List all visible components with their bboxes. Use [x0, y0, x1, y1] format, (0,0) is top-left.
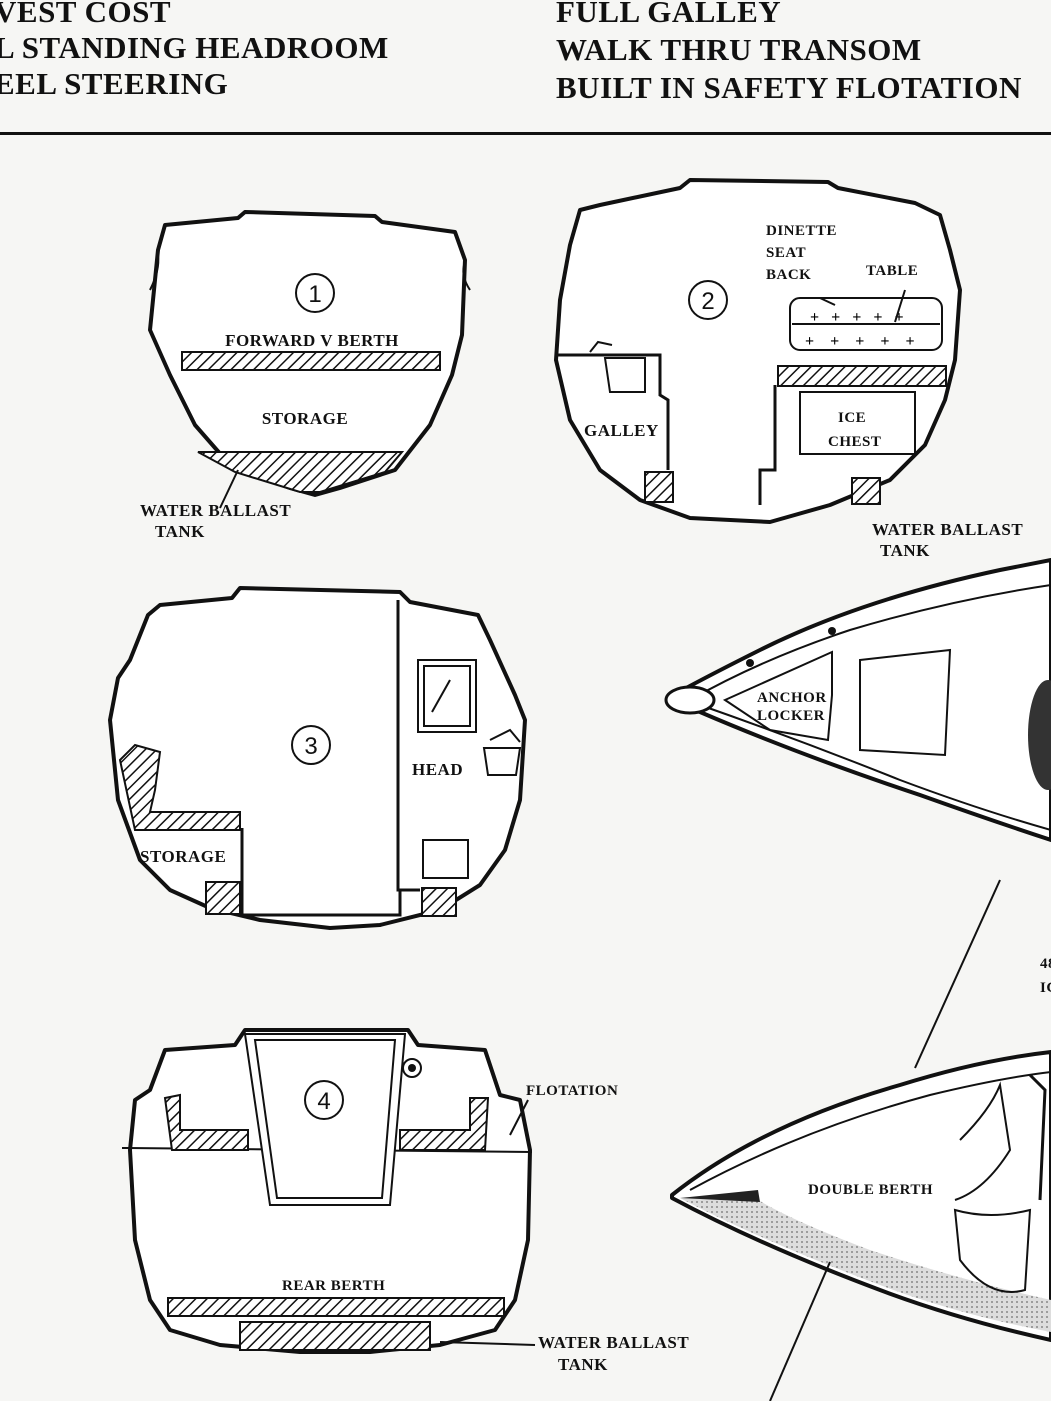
section-2-galley-label: GALLEY — [584, 421, 659, 440]
section-1-tank-label-1: WATER BALLAST — [140, 501, 291, 520]
section-2-dinette-label-3: BACK — [766, 267, 811, 283]
section-2-dinette-label-2: SEAT — [766, 245, 806, 261]
section-2-right-tank — [851, 477, 881, 505]
plan-view-anchor-label-1: ANCHOR — [757, 690, 827, 706]
section-4-left-flotation — [163, 1093, 249, 1151]
section-2-ice-label-2: CHEST — [828, 434, 881, 450]
plan-view-dark-fixture — [1028, 680, 1051, 790]
section-4-number-circle — [304, 1080, 344, 1120]
section-2-table-label: TABLE — [866, 263, 918, 279]
section-2-ice-label-1: ICE — [838, 410, 866, 426]
plan-view-edge-label-1: 48 — [1040, 956, 1051, 972]
section-1-berth-label: FORWARD V BERTH — [225, 331, 399, 350]
plan-view-anchor-label-2: LOCKER — [757, 708, 825, 724]
header-right-line-1: FULL GALLEY — [556, 0, 782, 29]
section-3-storage-shelf — [118, 743, 241, 831]
svg-text:+ + + + +: + + + + + — [805, 333, 915, 350]
section-1-number: 1 — [308, 281, 321, 308]
section-3-number-circle — [291, 725, 331, 765]
section-1-berth-bar — [181, 351, 441, 371]
header-right-line-2: WALK THRU TRANSOM — [556, 32, 922, 67]
section-2-seat-bar — [777, 365, 947, 387]
plan-view-anchor-locker — [722, 650, 833, 742]
section-4-berth-bar — [167, 1297, 505, 1317]
plan-view-edge-label-2: IC — [1040, 980, 1051, 996]
header-left-line-1: VEST COST — [0, 0, 172, 29]
section-1: 1 FORWARD V BERTH STORAGE WATER BALLAST … — [140, 210, 471, 541]
section-3: 3 HEAD STORAGE — [108, 586, 527, 930]
section-4-number: 4 — [317, 1088, 330, 1115]
section-3-storage-label: STORAGE — [140, 847, 226, 866]
section-4-tank-label-2: TANK — [558, 1355, 608, 1374]
section-1-number-circle — [295, 273, 335, 313]
section-4-flotation-label: FLOTATION — [526, 1083, 618, 1099]
section-4-tank-label-1: WATER BALLAST — [538, 1333, 689, 1352]
section-4-ballast-tank — [239, 1321, 431, 1351]
section-2: + + + + + + + + + + 2 DINETTE SEAT BACK … — [554, 178, 1023, 560]
section-3-head-label: HEAD — [412, 760, 463, 779]
section-2-number-circle — [688, 280, 728, 320]
plan-view-bow: ANCHOR LOCKER 48 IC DOUBLE BERTH — [664, 558, 1051, 1401]
section-2-ice-chest — [799, 391, 916, 455]
section-2-left-tank — [644, 471, 674, 503]
header-left-line-3: EEL STEERING — [0, 66, 229, 101]
section-4-rear-berth-label: REAR BERTH — [282, 1278, 385, 1294]
header-right-line-3: BUILT IN SAFETY FLOTATION — [556, 70, 1022, 105]
section-1-storage-label: STORAGE — [262, 409, 348, 428]
section-3-left-tank — [205, 881, 241, 915]
section-2-tank-label-1: WATER BALLAST — [872, 520, 1023, 539]
header-left-line-2: L STANDING HEADROOM — [0, 30, 389, 65]
header-divider — [0, 132, 1051, 135]
section-4: 4 FLOTATION REAR BERTH WATER BALLAST TAN… — [121, 1028, 689, 1374]
section-3-right-tank — [421, 887, 457, 917]
plan-view-lower-hull — [670, 1050, 1051, 1342]
plan-view-double-berth-label: DOUBLE BERTH — [808, 1182, 933, 1198]
section-4-right-flotation — [399, 1097, 490, 1151]
section-3-number: 3 — [304, 733, 317, 760]
svg-text:+ + + + +: + + + + + — [810, 309, 904, 326]
section-1-tank-label-2: TANK — [155, 522, 205, 541]
section-2-tank-label-2: TANK — [880, 541, 930, 560]
section-1-ballast-tank — [197, 451, 405, 493]
plan-view-berth-shading — [680, 1198, 1051, 1332]
section-2-dinette-label-1: DINETTE — [766, 223, 837, 239]
section-2-number: 2 — [701, 288, 714, 315]
